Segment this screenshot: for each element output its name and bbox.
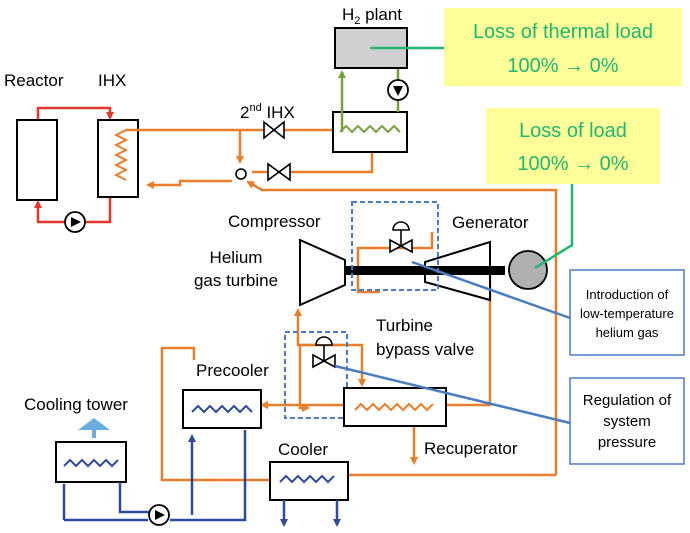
generator-symbol bbox=[508, 250, 548, 290]
pressure-valve-symbol bbox=[312, 336, 336, 369]
generator-label: Generator bbox=[452, 213, 529, 232]
second-ihx-coil bbox=[339, 124, 401, 134]
return-line-valve bbox=[267, 162, 291, 182]
thermal-load-range: 100% → 0% bbox=[507, 55, 618, 77]
second-ihx-box bbox=[332, 111, 408, 153]
cooling-tower-coil bbox=[63, 458, 119, 468]
load-callout: Loss of load 100% → 0% bbox=[486, 108, 660, 270]
reactor-label: Reactor bbox=[4, 71, 64, 90]
pressure-note: Regulation of system pressure bbox=[334, 364, 685, 465]
ihx-line-valve bbox=[263, 120, 285, 140]
turbine-shaft bbox=[345, 266, 505, 275]
ihx-coil bbox=[113, 129, 129, 181]
recuperator-coil bbox=[354, 402, 434, 412]
second-ihx-label: 2nd IHX bbox=[240, 102, 295, 122]
primary-loop bbox=[34, 106, 114, 224]
low-temp-line-2: low-temperature bbox=[580, 306, 674, 321]
turbine-bypass-valve-symbol bbox=[389, 221, 413, 254]
ihx-label: IHX bbox=[98, 71, 126, 90]
low-temp-line-3: helium gas bbox=[596, 325, 659, 340]
reactor-box bbox=[16, 119, 58, 201]
low-temperature-note: Introduction of low-temperature helium g… bbox=[411, 260, 685, 356]
thermal-load-callout: Loss of thermal load 100% → 0% bbox=[370, 8, 682, 86]
load-range: 100% → 0% bbox=[517, 153, 628, 175]
cooling-tower-label: Cooling tower bbox=[24, 395, 128, 414]
cooler-box bbox=[269, 461, 349, 501]
turbine-bypass-label-1: Turbine bbox=[376, 316, 433, 335]
low-temp-line-1: Introduction of bbox=[586, 287, 669, 302]
cooling-tower-arrow bbox=[78, 418, 110, 438]
mixing-node bbox=[235, 168, 247, 180]
load-title: Loss of load bbox=[519, 120, 627, 142]
pressure-line-3: pressure bbox=[598, 434, 656, 451]
compressor-shape bbox=[299, 238, 346, 307]
turbine-bypass-label-2: bypass valve bbox=[376, 340, 474, 359]
lower-dashed-box bbox=[284, 331, 348, 419]
cooling-water-loop bbox=[62, 430, 341, 527]
secondary-loop bbox=[126, 128, 558, 482]
primary-circulator bbox=[64, 211, 86, 233]
cooler-label: Cooler bbox=[278, 440, 328, 459]
h2-plant-label: H2 plant bbox=[342, 5, 402, 27]
cooler-coil bbox=[279, 474, 335, 484]
hydrogen-loop bbox=[338, 68, 400, 132]
upper-dashed-box bbox=[351, 201, 439, 291]
precooler-label: Precooler bbox=[196, 361, 269, 380]
thermal-load-title: Loss of thermal load bbox=[473, 21, 653, 43]
pressure-line-1: Regulation of bbox=[583, 392, 672, 409]
recuperator-label: Recuperator bbox=[424, 439, 518, 458]
helium-gas-turbine-label-1: Helium bbox=[210, 248, 263, 267]
hydrogen-circulator bbox=[387, 79, 409, 101]
precooler-coil bbox=[191, 404, 253, 414]
helium-gas-turbine-label-2: gas turbine bbox=[194, 271, 278, 290]
compressor-label: Compressor bbox=[228, 212, 321, 231]
cooling-water-pump bbox=[148, 504, 170, 526]
ihx-box bbox=[97, 119, 139, 198]
pressure-line-2: system bbox=[603, 413, 651, 430]
